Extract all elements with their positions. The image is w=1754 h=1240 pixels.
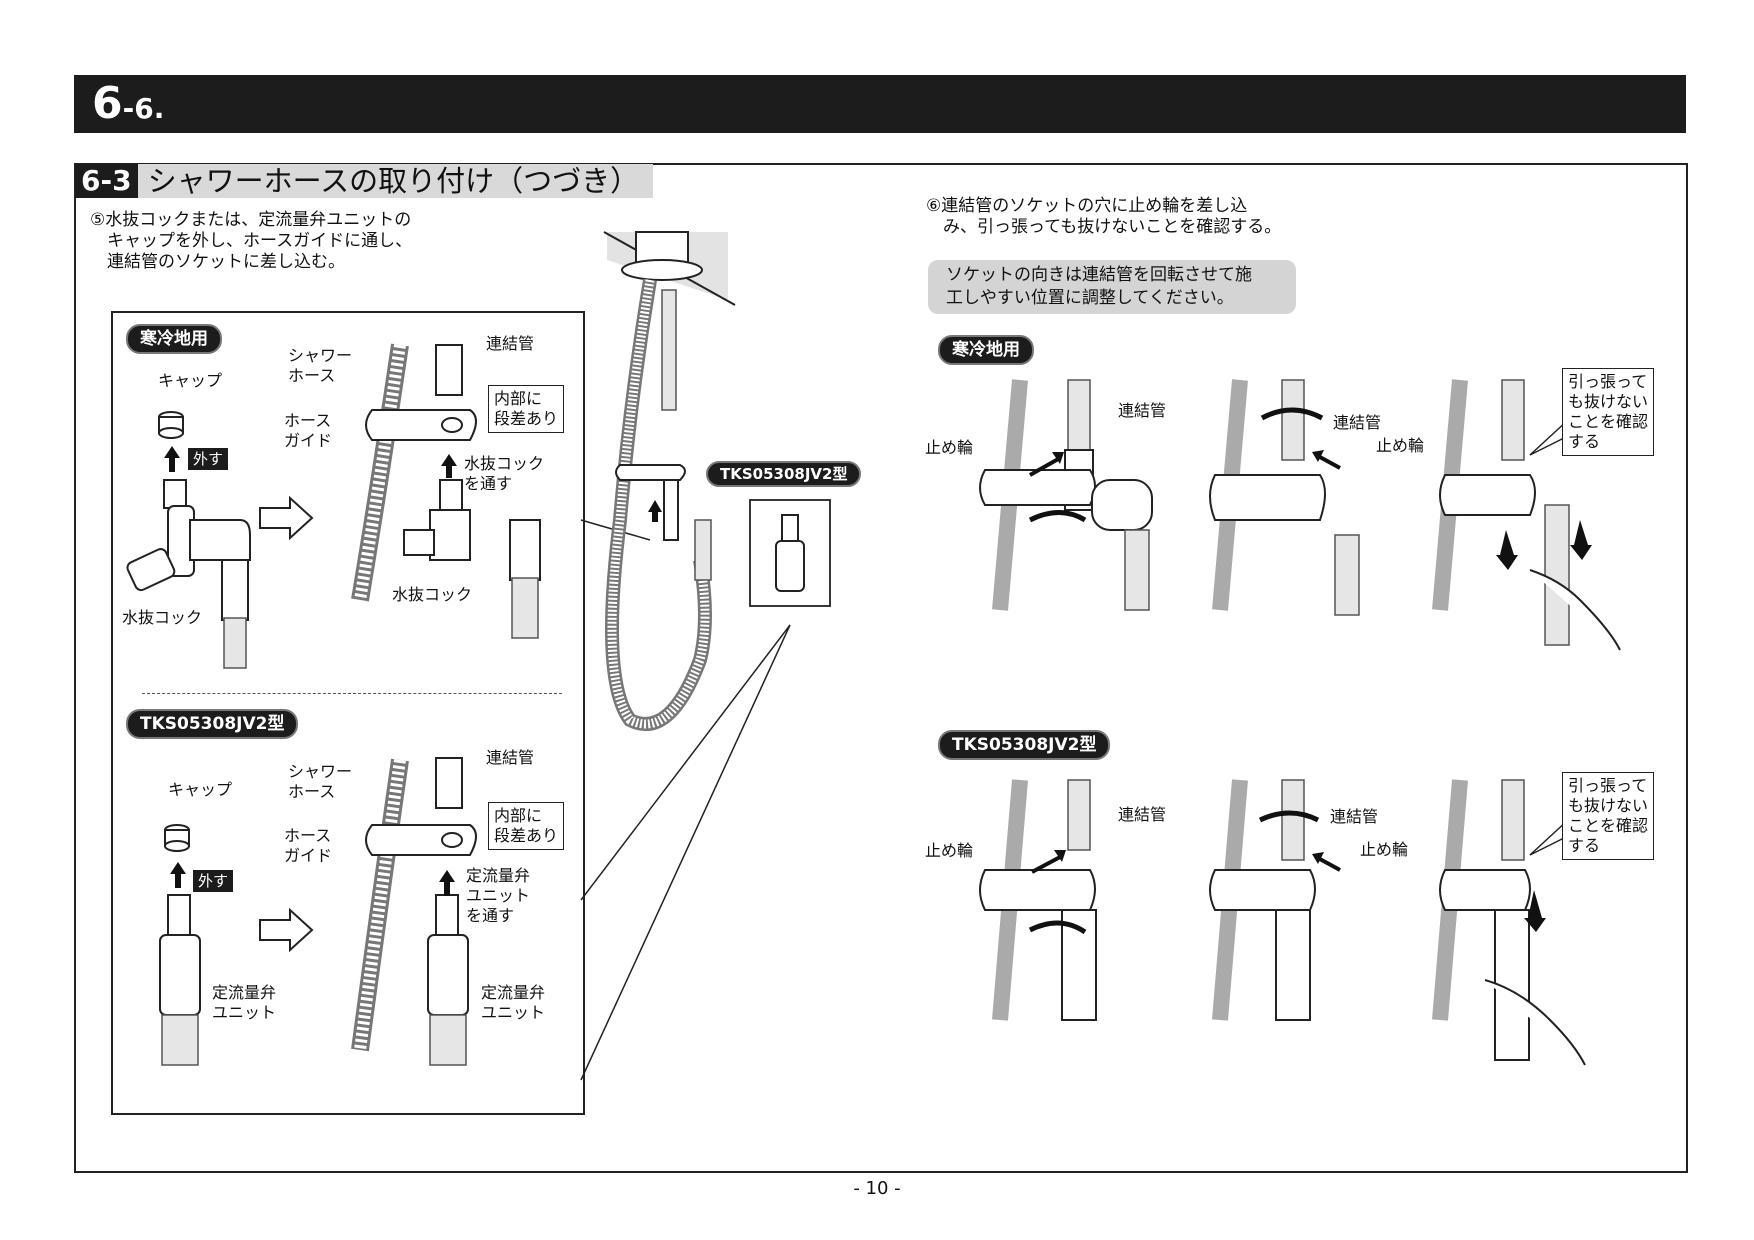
connecting-pipe-label-tks: 連結管 (486, 748, 535, 767)
up-arrow-icon-2 (441, 454, 457, 478)
connecting-pipe-label-r4: 連結管 (1330, 807, 1379, 826)
model-badge-left: TKS05308JV2型 (126, 709, 299, 739)
step6-cold-1 (979, 379, 1153, 611)
cold-region-badge-left: 寒冷地用 (126, 324, 222, 354)
step6-tks-1 (979, 779, 1097, 1021)
cold-hose-guide-illustration (351, 343, 541, 639)
page-number: - 10 - (853, 1178, 901, 1199)
pull-check-callout-tks: 引っ張って も抜けない ことを確認 する (1562, 772, 1655, 860)
retaining-ring-label-1: 止め輪 (925, 438, 974, 457)
pass-flow-label: 定流量弁 ユニット を通す (466, 866, 531, 925)
cold-cap-illustration (158, 411, 184, 439)
retaining-ring-label-4: 止め輪 (1360, 840, 1409, 859)
flow-unit-illustration (159, 894, 201, 1066)
up-arrow-icon-3 (170, 862, 186, 888)
chapter-number: 6-6. (92, 78, 165, 129)
note-box: ソケットの向きは連結管を回転させて施 工しやすい位置に調整してください。 (928, 260, 1296, 314)
flow-unit-label-1: 定流量弁 ユニット (212, 983, 277, 1022)
faucet-illustration (603, 231, 736, 731)
model-badge-right: TKS05308JV2型 (938, 730, 1111, 760)
up-arrow-icon-4 (439, 870, 455, 896)
drain-cock-label-1: 水抜コック (122, 608, 203, 627)
step5-text: ⑤水抜コックまたは、定流量弁ユニットの キャップを外し、ホースガイドに通し、 連… (90, 210, 413, 272)
step6-text: ⑥連結管のソケットの穴に止め輪を差し込 み、引っ張っても抜けないことを確認する。 (926, 196, 1282, 237)
right-arrow-icon-2 (259, 907, 314, 953)
step6-tks-2 (1209, 779, 1341, 1021)
connecting-pipe-label-r2: 連結管 (1333, 413, 1382, 432)
cap-label-tks: キャップ (168, 780, 233, 799)
header-bar (74, 75, 1686, 133)
shower-hose-label-tks: シャワー ホース (288, 762, 353, 801)
retaining-ring-label-2: 止め輪 (1376, 436, 1425, 455)
pull-check-callout-cold: 引っ張って も抜けない ことを確認 する (1562, 368, 1655, 456)
internal-step-callout-tks: 内部に 段差あり (488, 802, 565, 850)
section-heading: 6-3 シャワーホースの取り付け（つづき） (75, 164, 654, 198)
retaining-ring-label-3: 止め輪 (925, 841, 974, 860)
step6-cold-3 (1432, 379, 1621, 651)
remove-label-tks: 外す (193, 870, 234, 892)
installation-detail-box (111, 311, 585, 1115)
tks-cap-illustration (164, 824, 190, 852)
hose-guide-label-cold: ホース ガイド (284, 411, 333, 450)
internal-step-callout-cold: 内部に 段差あり (488, 385, 565, 433)
drain-cock-label-2: 水抜コック (392, 585, 473, 604)
model-badge-center: TKS05308JV2型 (706, 461, 862, 487)
step6-tks-3 (1432, 779, 1586, 1066)
content-frame (74, 163, 1688, 1173)
up-arrow-icon (164, 446, 180, 472)
tks-hose-guide-illustration (351, 757, 477, 1066)
connecting-pipe-label-cold: 連結管 (486, 334, 535, 353)
connecting-pipe-label-r3: 連結管 (1118, 805, 1167, 824)
hose-guide-label-tks: ホース ガイド (284, 826, 333, 865)
shower-hose-label-cold: シャワー ホース (288, 346, 353, 385)
inset-part-illustration (775, 514, 805, 592)
section-title: シャワーホースの取り付け（つづき） (137, 164, 654, 198)
drain-cock-illustration (126, 479, 251, 669)
pass-drain-label: 水抜コック を通す (464, 454, 545, 493)
connecting-pipe-label-r1: 連結管 (1118, 401, 1167, 420)
section-number: 6-3 (75, 164, 138, 198)
flow-unit-label-2: 定流量弁 ユニット (481, 983, 546, 1022)
step6-cold-2 (1209, 379, 1360, 616)
divider (142, 693, 562, 694)
remove-label-cold: 外す (188, 448, 229, 470)
right-arrow-icon (259, 495, 314, 541)
cold-region-badge-right: 寒冷地用 (938, 335, 1034, 365)
cap-label-cold: キャップ (158, 371, 223, 390)
